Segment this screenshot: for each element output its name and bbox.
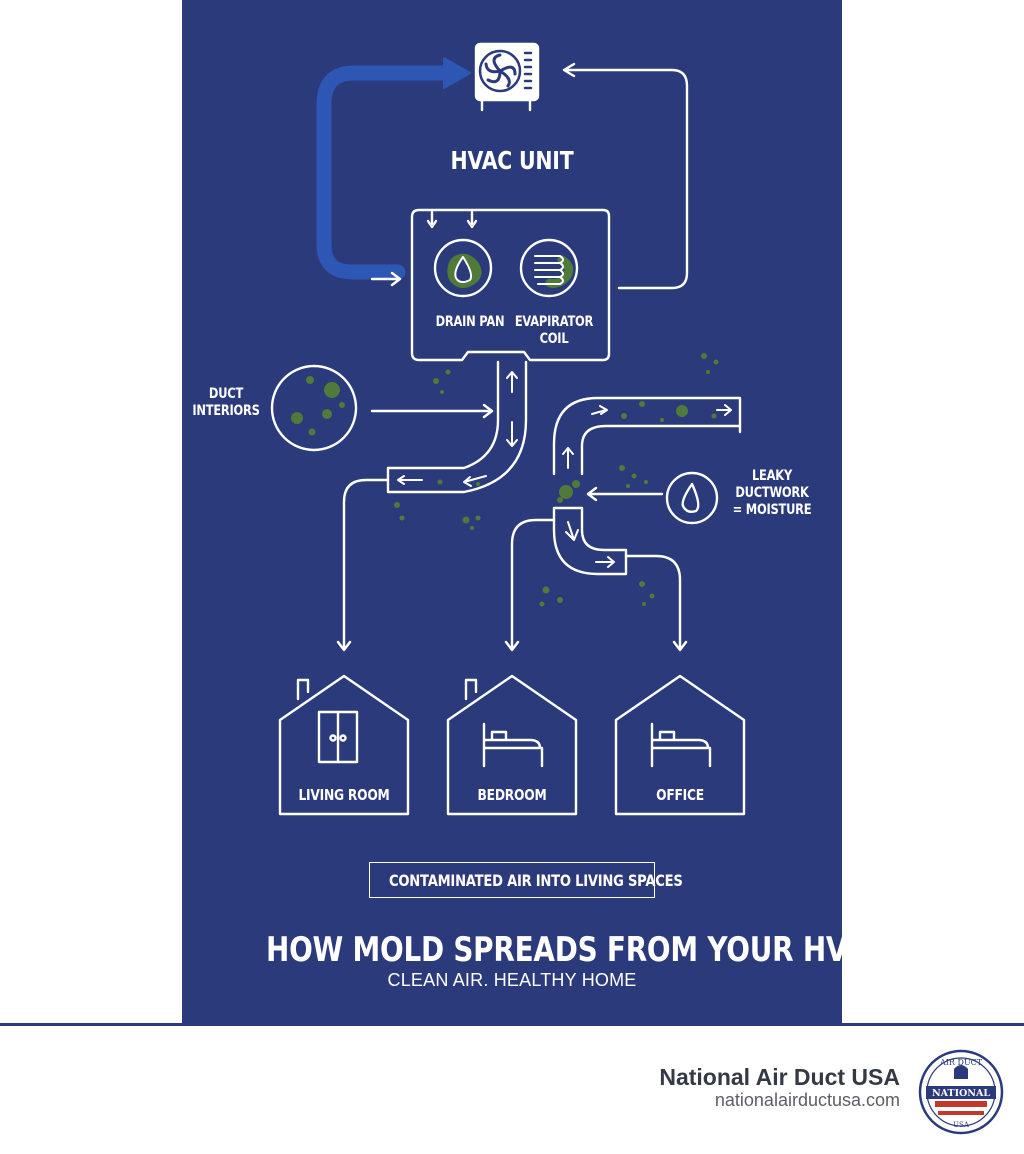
supply-loop bbox=[562, 62, 689, 290]
evaporator-coil-label: EVAPIRATOR COIL bbox=[514, 314, 594, 347]
right-duct-lower bbox=[552, 506, 628, 576]
right-duct-upper bbox=[552, 396, 742, 476]
drain-pan-label: DRAIN PAN bbox=[435, 314, 505, 330]
water-drop-icon bbox=[665, 471, 719, 525]
intake-arrows bbox=[426, 210, 478, 229]
hvac-unit-label: HVAC UNIT bbox=[450, 146, 574, 175]
house-icon-office bbox=[614, 674, 746, 816]
footer-divider bbox=[0, 1023, 1024, 1026]
logo-arc-text: AIR DUCT bbox=[939, 1058, 983, 1067]
drain-pan-icon bbox=[433, 238, 493, 298]
duct-interiors-label: DUCT INTERIORS bbox=[192, 386, 260, 419]
duct-to-living-room bbox=[336, 478, 390, 652]
page-subtitle: CLEAN AIR. HEALTHY HOME bbox=[387, 970, 637, 990]
return-arrow bbox=[370, 271, 402, 287]
page-title: HOW MOLD SPREADS FROM YOUR HVAC bbox=[266, 930, 887, 970]
house-icon-living-room bbox=[278, 674, 410, 816]
mold-spread-diagram bbox=[270, 42, 746, 816]
fan-icon bbox=[474, 42, 540, 112]
bed-icon bbox=[482, 722, 544, 768]
company-name: National Air Duct USA bbox=[659, 1064, 900, 1090]
return-air-loop bbox=[316, 65, 452, 280]
company-url: nationalairductusa.com bbox=[714, 1090, 900, 1110]
duct-to-bedroom bbox=[504, 518, 556, 652]
duct-to-office bbox=[624, 554, 688, 652]
poster-panel: HVAC UNIT DRAIN PAN EVAPIRATOR COIL DUCT… bbox=[182, 0, 887, 1024]
coil-icon bbox=[519, 238, 579, 298]
duct-interiors-icon bbox=[270, 364, 358, 452]
door-icon bbox=[317, 710, 359, 764]
left-duct bbox=[386, 360, 528, 494]
air-handler-box bbox=[410, 208, 611, 362]
room-label-bedroom: BEDROOM bbox=[477, 786, 547, 804]
leaky-ductwork-label: LEAKY DUCTWORK = MOISTURE bbox=[732, 468, 812, 518]
duct-interiors-arrow bbox=[370, 403, 494, 419]
bed-icon bbox=[650, 722, 712, 768]
company-logo: AIR DUCT NATIONAL USA bbox=[918, 1049, 1004, 1135]
room-label-office: OFFICE bbox=[656, 786, 704, 804]
contaminated-air-label: CONTAMINATED AIR INTO LIVING SPACES bbox=[389, 871, 683, 890]
room-label-living-room: LIVING ROOM bbox=[298, 786, 390, 804]
mold-spore-icon bbox=[394, 353, 719, 607]
logo-bottom-text: USA bbox=[953, 1121, 970, 1129]
contaminated-air-box bbox=[369, 862, 655, 898]
logo-text: NATIONAL bbox=[932, 1088, 990, 1099]
house-icon-bedroom bbox=[446, 674, 578, 816]
moisture-arrow bbox=[586, 486, 664, 502]
return-air-arrowhead bbox=[443, 57, 471, 89]
